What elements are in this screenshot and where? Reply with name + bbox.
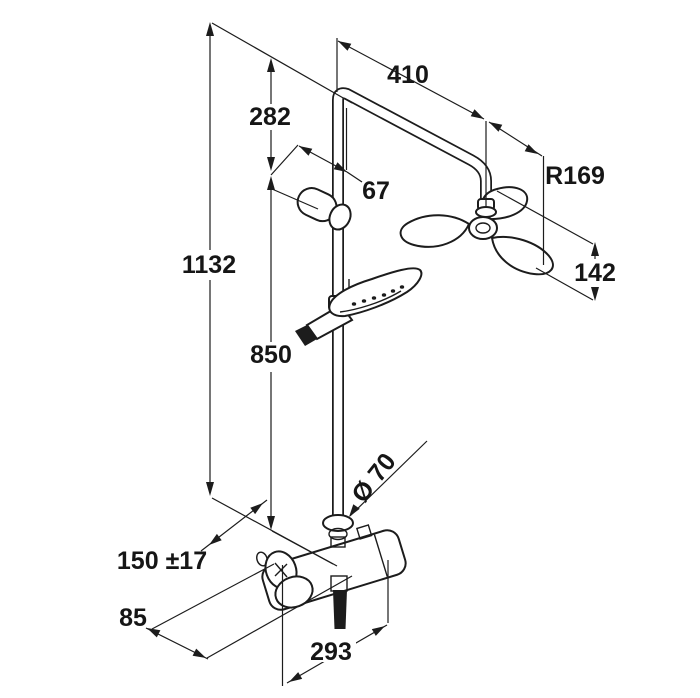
- dim-handle-depth: 85: [119, 563, 353, 660]
- dim-head-drop-label: 142: [574, 259, 616, 287]
- dim-flange-diameter-label: Ø 70: [346, 448, 401, 508]
- dim-arm-reach-label: 410: [387, 61, 429, 89]
- dim-upper-offset-label: 282: [249, 103, 291, 131]
- thermostat-mark: [274, 562, 288, 578]
- shower-outlet: [333, 590, 347, 629]
- dim-supply-offset: 150 ±17: [117, 499, 268, 575]
- dim-flange-diameter: Ø 70: [346, 440, 428, 517]
- dim-bracket-depth: 67: [270, 108, 390, 210]
- overhead-shower-head: [399, 186, 554, 276]
- hand-shower-spray-dots: [351, 285, 405, 306]
- shower-pipe-and-arm: [332, 87, 492, 524]
- dim-upper-offset: 282: [249, 58, 291, 171]
- thermostatic-mixer: [256, 514, 407, 629]
- dim-total-height-label: 1132: [182, 251, 236, 279]
- pipe-flange: [322, 514, 354, 532]
- dim-arm-reach: 410: [336, 38, 487, 206]
- dim-total-height: 1132: [182, 22, 353, 567]
- dim-head-drop: 142: [496, 190, 616, 301]
- dim-supply-offset-label: 150 ±17: [117, 547, 207, 575]
- hand-shower: [295, 267, 423, 346]
- dim-arm-radius-label: R169: [545, 162, 605, 190]
- dim-handle-depth-label: 85: [119, 604, 147, 632]
- hand-shower-hose-tip: [295, 325, 317, 346]
- dim-valve-width: 293: [281, 560, 389, 686]
- wall-bracket: [296, 187, 352, 231]
- dim-valve-width-label: 293: [310, 638, 352, 666]
- dim-rail-length-label: 850: [250, 341, 292, 369]
- dim-bracket-depth-label: 67: [362, 177, 390, 205]
- dim-rail-length: 850: [250, 176, 334, 565]
- dim-arm-radius: R169: [488, 121, 605, 265]
- head-hub: [468, 216, 498, 240]
